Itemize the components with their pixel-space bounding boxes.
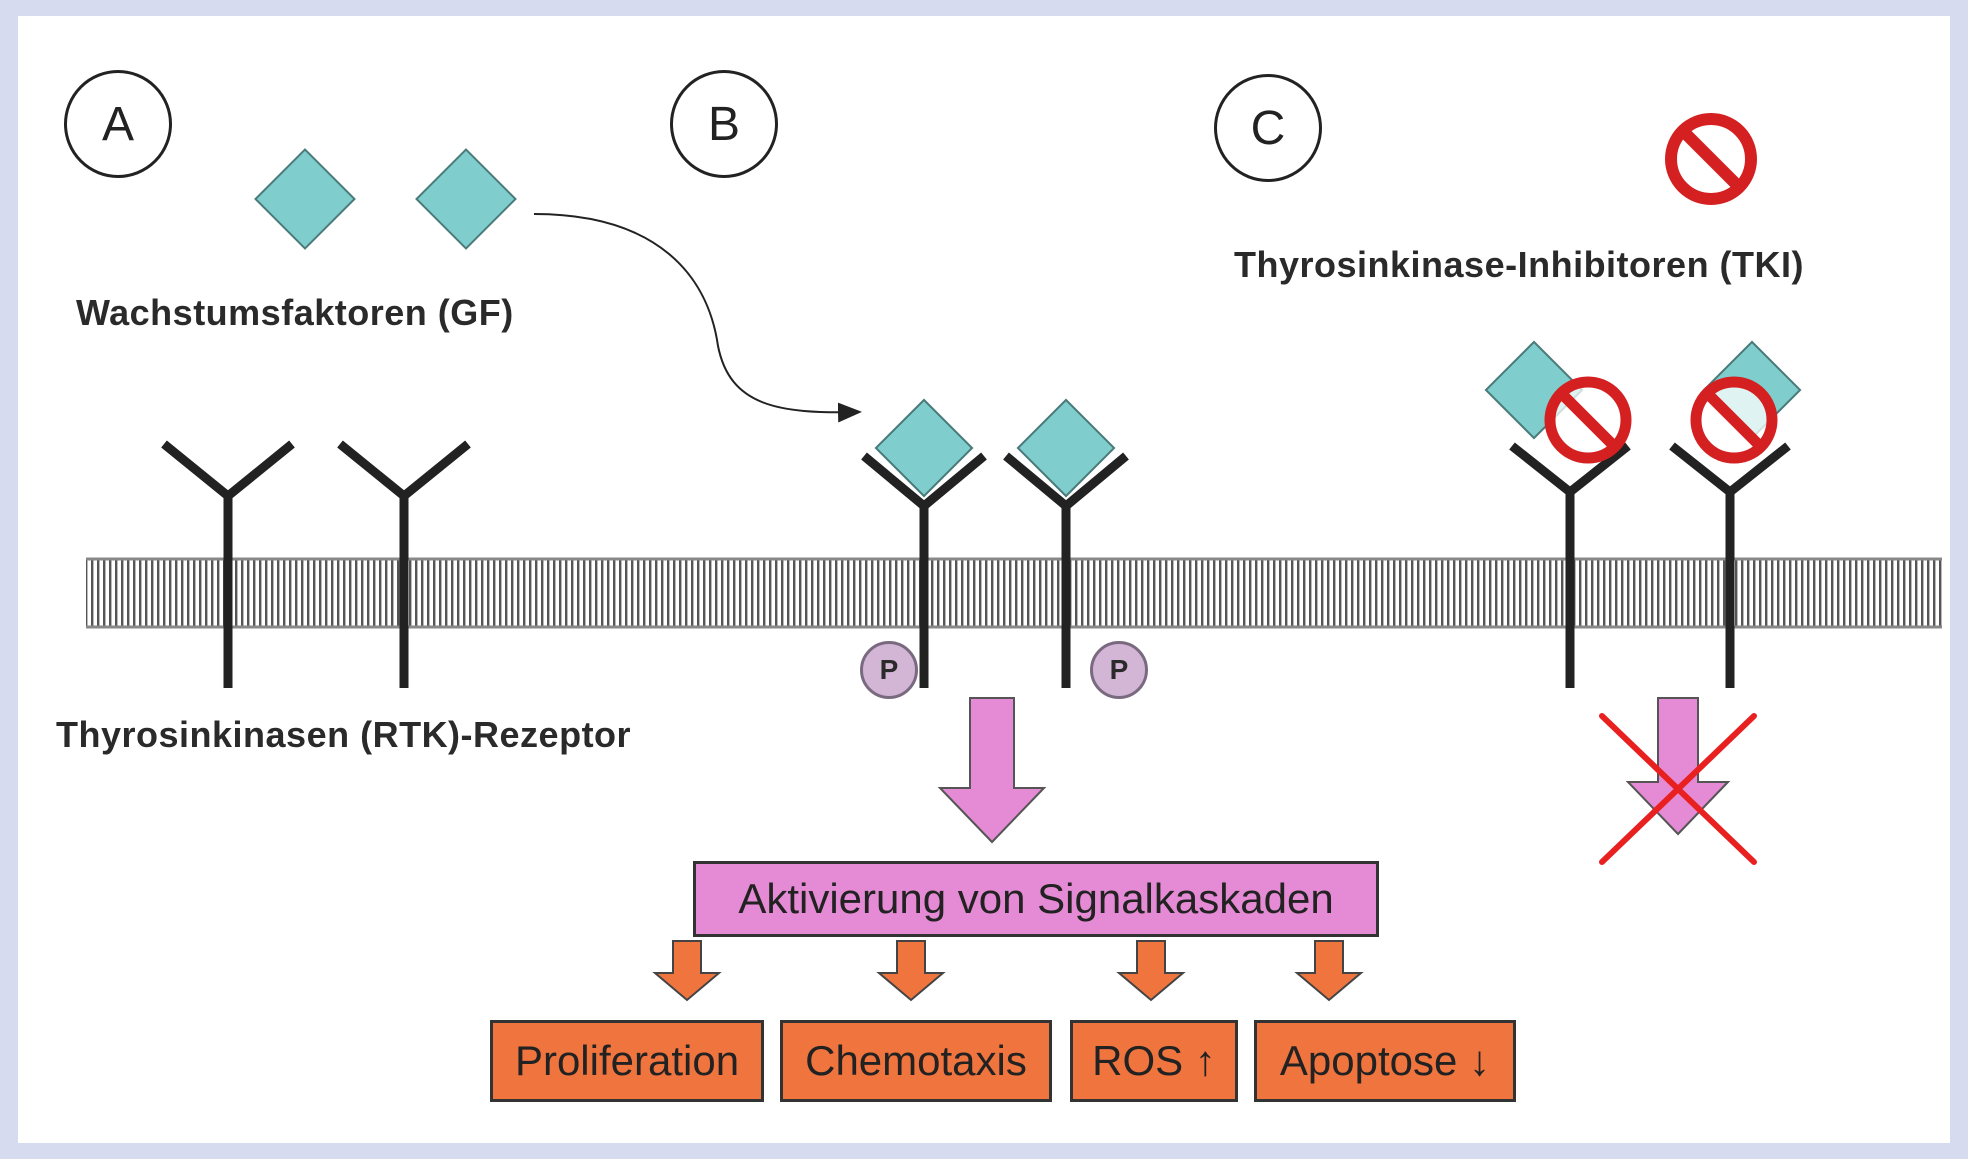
outcome-proliferation: Proliferation <box>490 1020 764 1102</box>
panel-label-b: B <box>670 70 778 178</box>
phosphate-badge-left: P <box>860 641 918 699</box>
outcome-arrow-1 <box>652 940 722 1002</box>
receptor-unbound-2 <box>337 440 471 688</box>
outcome-chemotaxis: Chemotaxis <box>780 1020 1052 1102</box>
figure-frame: A B C Wachstumsfaktoren (GF) Thyrosinkin… <box>18 16 1950 1143</box>
outcome-arrow-2 <box>876 940 946 1002</box>
tki-label: Thyrosinkinase-Inhibitoren (TKI) <box>1234 244 1805 285</box>
receptor-bound-1 <box>861 398 987 688</box>
panel-label-c: C <box>1214 74 1322 182</box>
growth-factor-diamond-1 <box>254 148 356 250</box>
receptor-label: Thyrosinkinasen (RTK)-Rezeptor <box>56 714 632 755</box>
signal-cascade-box: Aktivierung von Signalkaskaden <box>693 861 1379 937</box>
receptor-bound-2 <box>1003 398 1129 688</box>
inhibitor-sign-icon <box>1665 113 1757 205</box>
block-cross-icon <box>1599 713 1757 865</box>
outcome-arrow-4 <box>1294 940 1364 1002</box>
blocked-arrow <box>1625 697 1731 836</box>
growth-factors-label: Wachstumsfaktoren (GF) <box>76 292 514 333</box>
receptor-inhibited-1 <box>1484 340 1632 688</box>
outcome-apoptose: Apoptose ↓ <box>1254 1020 1516 1102</box>
outcome-ros: ROS ↑ <box>1070 1020 1238 1102</box>
receptor-unbound-1 <box>161 440 295 688</box>
receptor-inhibited-2 <box>1669 340 1802 688</box>
growth-factor-diamond-2 <box>415 148 517 250</box>
panel-label-a: A <box>64 70 172 178</box>
diagram-canvas <box>86 113 1942 1002</box>
cell-membrane <box>86 557 1942 629</box>
binding-arrow <box>533 213 862 423</box>
outcome-arrow-3 <box>1116 940 1186 1002</box>
activation-arrow <box>937 697 1047 844</box>
phosphate-badge-right: P <box>1090 641 1148 699</box>
